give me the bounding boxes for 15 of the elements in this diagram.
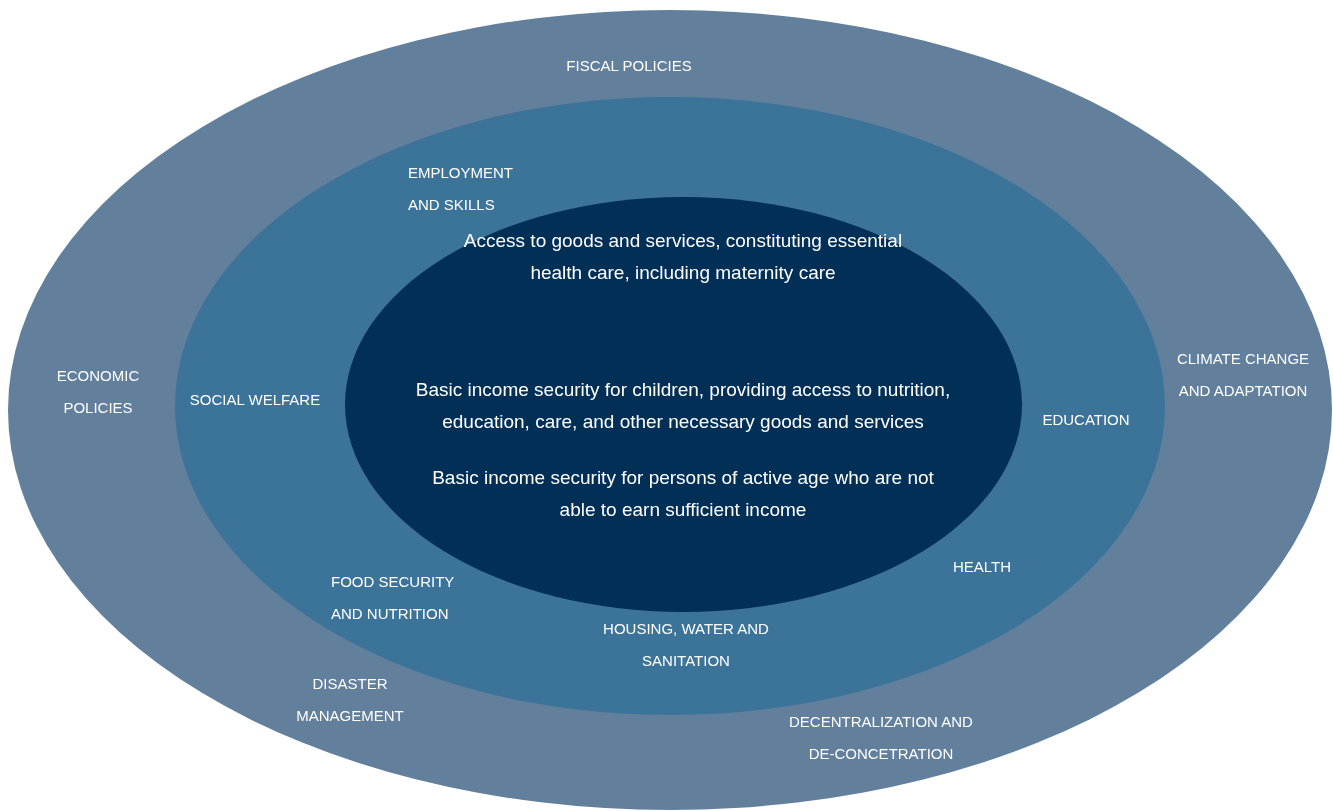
outer-ring-ellipse — [8, 10, 1332, 810]
ring-label: CLIMATE CHANGE AND ADAPTATION — [1175, 349, 1311, 401]
core-text: Access to goods and services, constituting essential health care, including maternity care — [462, 229, 904, 285]
ring-label: FOOD SECURITY AND NUTRITION — [331, 572, 456, 624]
ring-label: HEALTH — [951, 557, 1013, 577]
ring-label: FISCAL POLICIES — [565, 56, 693, 76]
ring-label: HOUSING, WATER AND SANITATION — [602, 619, 770, 671]
ring-label: EMPLOYMENT AND SKILLS — [408, 163, 514, 215]
ring-label: DECENTRALIZATION AND DE-CONCETRATION — [788, 712, 974, 764]
ring-label: DISASTER MANAGEMENT — [295, 674, 405, 726]
ring-label: EDUCATION — [1041, 410, 1131, 430]
core-text: Basic income security for children, providing access to nutrition, education, care, and other necessary goods and services — [414, 378, 952, 434]
ring-label: SOCIAL WELFARE — [188, 390, 322, 410]
ring-label: ECONOMIC POLICIES — [55, 366, 141, 418]
core-text: Basic income security for persons of active age who are not able to earn sufficient income — [431, 466, 935, 522]
